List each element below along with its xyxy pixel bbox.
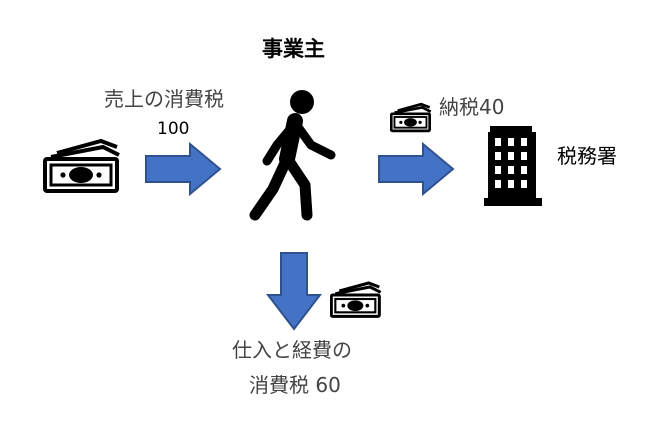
walking-person-icon bbox=[245, 89, 340, 221]
tax-payment-label: 納税40 bbox=[439, 95, 505, 119]
arrow-right-sales bbox=[144, 142, 224, 196]
arrow-down-purchases bbox=[266, 251, 322, 331]
business-owner-label: 事業主 bbox=[262, 37, 325, 61]
tax-office-label: 税務署 bbox=[557, 144, 617, 168]
sales-tax-amount: 100 bbox=[157, 119, 190, 139]
sales-tax-label: 売上の消費税 bbox=[104, 87, 224, 111]
purchase-tax-label-line2: 消費税 60 bbox=[249, 373, 341, 397]
office-building-icon bbox=[484, 126, 542, 206]
purchase-tax-label-line1: 仕入と経費の bbox=[232, 338, 352, 362]
money-stack-icon bbox=[43, 135, 121, 195]
money-stack-icon bbox=[330, 279, 382, 319]
arrow-right-payment bbox=[377, 142, 457, 196]
money-stack-icon bbox=[390, 101, 432, 133]
